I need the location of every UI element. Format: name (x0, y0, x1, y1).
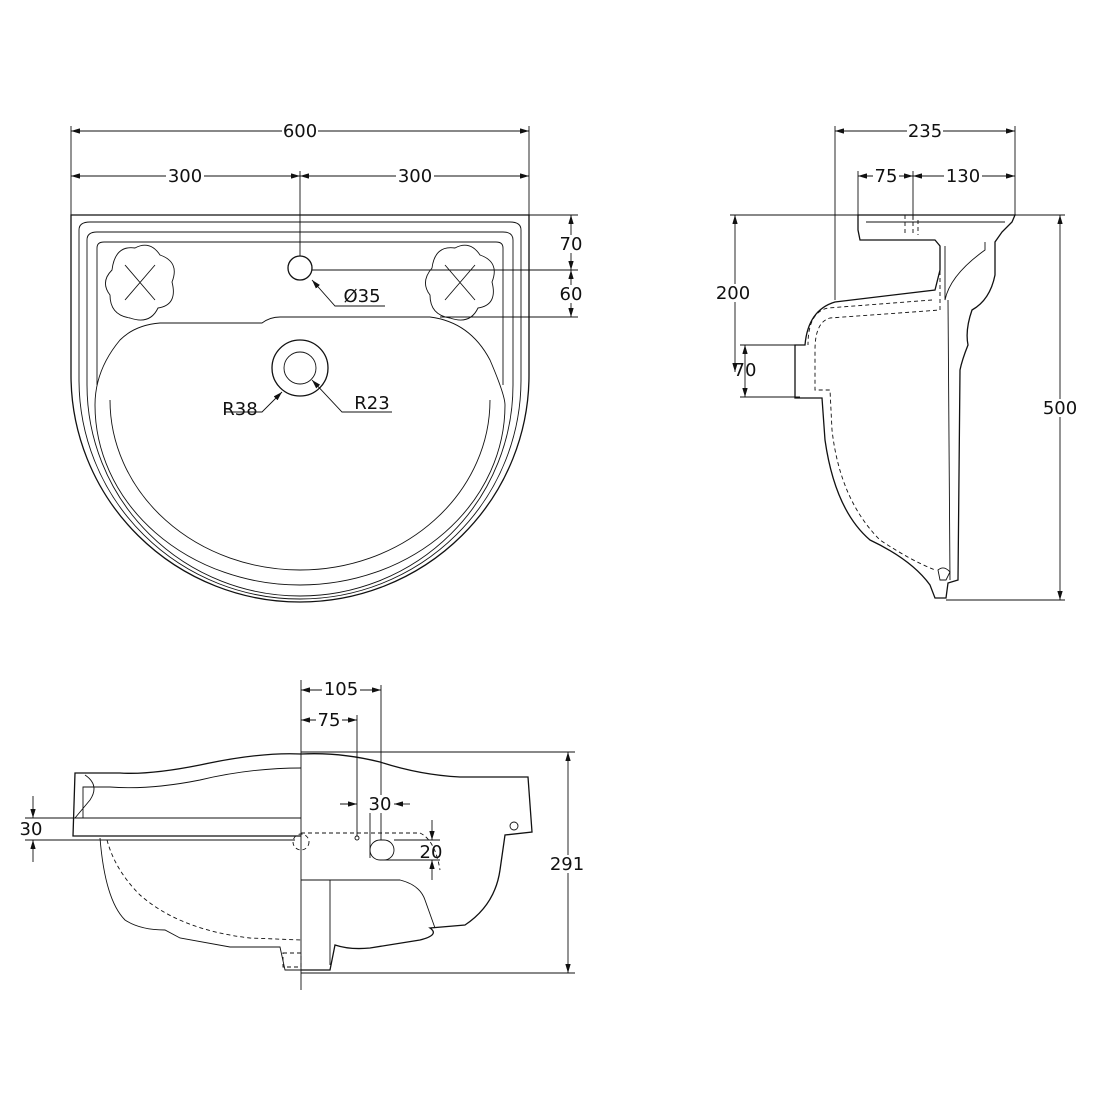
front-waste-body (301, 879, 436, 965)
dim-half-left: 300 (168, 166, 202, 187)
dim-tap-offset: 70 (560, 234, 583, 255)
side-profile-outline (794, 214, 1016, 599)
dim-overall-height-side: 500 (1043, 398, 1077, 419)
dim-front-projection: 130 (946, 166, 980, 187)
leader-tap-hole (311, 279, 385, 307)
bowl-inner-outline (109, 399, 491, 571)
dim-tap-from-wall: 75 (875, 166, 898, 187)
basin-outer-outline (70, 214, 530, 603)
deck-inner (96, 241, 504, 385)
leader-r38 (225, 391, 283, 413)
tap-handle-left (105, 244, 175, 321)
front-bowl-left (99, 837, 301, 971)
front-small-hole (354, 835, 360, 841)
tap-handle-right (425, 244, 495, 321)
label-waste-outer: R38 (222, 399, 257, 420)
dim-deck-depth: 60 (560, 284, 583, 305)
top-view: 600 300 300 70 60 Ø35 R38 R23 (70, 121, 586, 603)
side-view: 235 75 130 200 70 500 (714, 121, 1080, 601)
leader-r23 (311, 379, 392, 413)
dim-overall-width: 600 (283, 121, 317, 142)
side-inner-line (866, 221, 1005, 581)
front-view: 105 75 30 20 30 291 (20, 679, 588, 990)
front-side-hole (509, 821, 519, 831)
front-outline-left (72, 753, 302, 837)
dim-slot-width: 30 (369, 794, 392, 815)
tap-hole (287, 255, 313, 281)
label-waste-inner: R23 (354, 393, 389, 414)
dim-overall-height-front: 291 (550, 854, 584, 875)
front-overflow-slot (369, 839, 395, 861)
basin-rim-line-2 (86, 231, 514, 597)
front-waste-hidden (282, 952, 302, 968)
dim-slot-height: 20 (420, 842, 443, 863)
basin-rim-line (78, 221, 522, 600)
dim-outlet-height: 70 (734, 360, 757, 381)
waste-inner-circle (283, 351, 317, 385)
dim-waste-offset-inner: 75 (318, 710, 341, 731)
side-bottom-foot (937, 567, 951, 581)
tap-cross-left (124, 264, 156, 301)
waste-outer-circle (271, 339, 329, 397)
dim-overflow-height: 200 (716, 283, 750, 304)
dim-overall-depth: 235 (908, 121, 942, 142)
front-rim-inner (74, 767, 302, 819)
side-hidden-line-2 (807, 215, 933, 346)
dim-half-right: 300 (398, 166, 432, 187)
dim-waste-offset-outer: 105 (324, 679, 358, 700)
label-tap-hole: Ø35 (343, 286, 380, 307)
bowl-outline (94, 316, 506, 586)
side-hidden-line (814, 250, 941, 571)
front-outline-right (300, 753, 533, 971)
dim-rim-thickness: 30 (20, 819, 43, 840)
tap-cross-right (444, 264, 476, 301)
front-hidden-bowl (106, 832, 441, 941)
